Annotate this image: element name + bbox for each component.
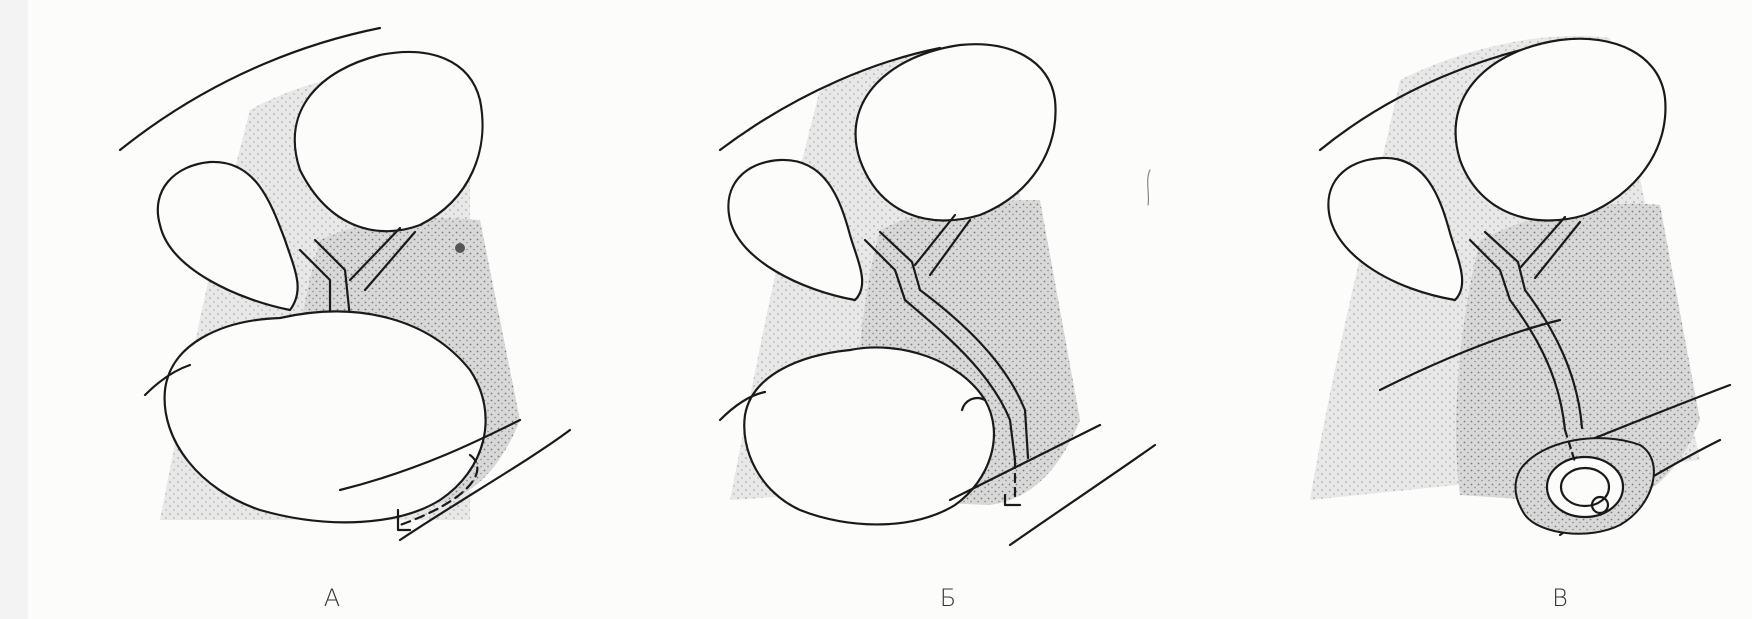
panel-b-scratch — [1148, 170, 1150, 205]
panel-a — [120, 28, 570, 540]
panel-label-c: В — [1552, 584, 1568, 612]
panel-c — [1310, 36, 1730, 535]
panel-label-b: Б — [940, 584, 956, 612]
panel-c-anastomosis-ring — [1547, 457, 1623, 517]
panel-b — [720, 44, 1155, 545]
panel-label-a: А — [324, 584, 340, 612]
panel-a-spot — [455, 243, 465, 253]
